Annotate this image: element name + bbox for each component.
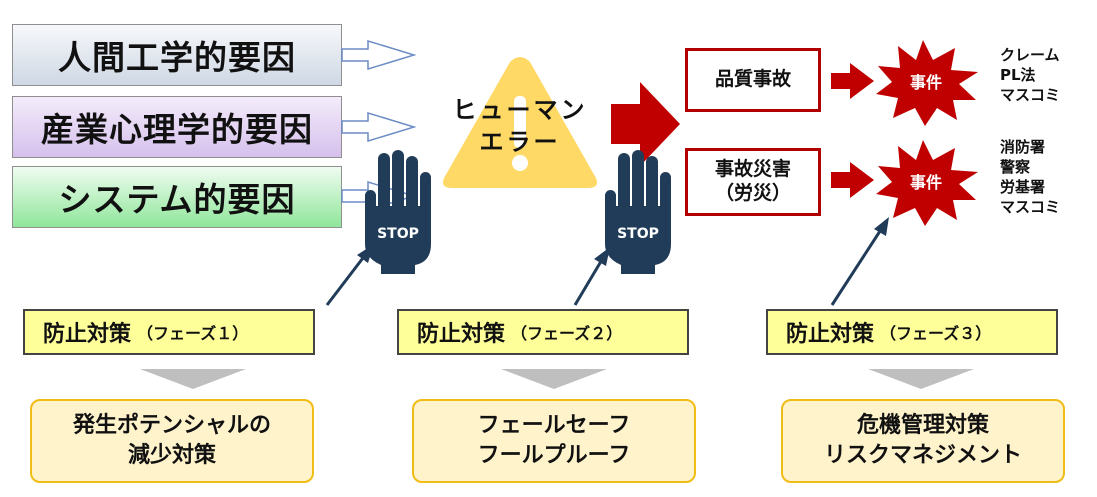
phase-box-3: 防止対策 （フェーズ３） [766,309,1058,355]
outcome-box-3: 危機管理対策 リスクマネジメント [781,399,1065,483]
outcome-box-2: フェールセーフ フールプルーフ [412,399,696,483]
factor-box-ergonomic: 人間工学的要因 [12,24,342,86]
event-disaster-label: 事故災害 [714,158,791,181]
consequence-list-2: 消防署 警察 労基署 マスコミ [1000,137,1060,217]
incident-burst-1: 事件 [876,40,978,126]
phase-sub-label: （フェーズ２） [511,324,623,343]
list-item: 消防署 [1000,138,1046,156]
burst-label-2: 事件 [910,173,942,192]
warning-triangle-icon [443,57,597,188]
burst-label-1: 事件 [910,73,942,92]
factor-arrow-2 [341,111,417,143]
down-arrow-3 [868,369,974,389]
red-arrow-quality [831,63,874,99]
event-quality-label: 品質事故 [714,68,791,91]
phase-box-2: 防止対策 （フェーズ２） [397,309,689,355]
list-item: マスコミ [1000,86,1061,104]
phase-arrow-1 [325,244,374,306]
phase-arrow-3 [830,217,889,306]
phase-box-1: 防止対策 （フェーズ１） [23,309,315,355]
phase-main-label: 防止対策 [786,322,875,347]
event-disaster-sublabel: （労災） [714,182,791,204]
outcome-line2: リスクマネジメント [823,443,1022,468]
red-arrow-disaster [831,162,874,198]
human-error-line1: ヒューマン [452,96,588,124]
outcome-line2: フールプルーフ [477,443,631,468]
consequence-list-1: クレーム PL法 マスコミ [1000,45,1060,105]
outcome-line2: 減少対策 [127,443,216,468]
down-arrow-1 [140,369,246,389]
factor-box-psychology: 産業心理学的要因 [12,96,342,158]
stop-label-1: STOP [377,226,419,242]
list-item: PL法 [1000,66,1036,84]
outcome-line1: フェールセーフ [477,413,631,439]
phase-main-label: 防止対策 [43,322,132,347]
human-error-label: ヒューマン エラー [436,94,604,158]
list-item: 警察 [1000,158,1031,176]
list-item: クレーム [1000,46,1060,64]
red-arrow-main [611,82,680,166]
stop-label-2: STOP [617,226,659,242]
human-error-line2: エラー [479,128,561,156]
outcome-line1: 危機管理対策 [856,413,989,439]
event-box-disaster: 事故災害 （労災） [685,148,821,216]
list-item: マスコミ [1000,198,1061,216]
stop-hand-icon-2: STOP [605,150,671,274]
incident-burst-2: 事件 [876,140,978,226]
phase-sub-label: （フェーズ３） [880,324,992,343]
factor-box-system: システム的要因 [12,166,342,228]
outcome-line1: 発生ポテンシャルの [72,413,271,439]
event-box-quality: 品質事故 [685,48,821,112]
stop-hand-icon-1: STOP [365,150,431,274]
factor-arrow-1 [341,39,417,71]
phase-main-label: 防止対策 [417,322,506,347]
outcome-box-1: 発生ポテンシャルの 減少対策 [30,399,314,483]
list-item: 労基署 [1000,178,1046,196]
phase-arrow-2 [573,247,610,306]
down-arrow-2 [501,369,607,389]
phase-sub-label: （フェーズ１） [137,324,249,343]
